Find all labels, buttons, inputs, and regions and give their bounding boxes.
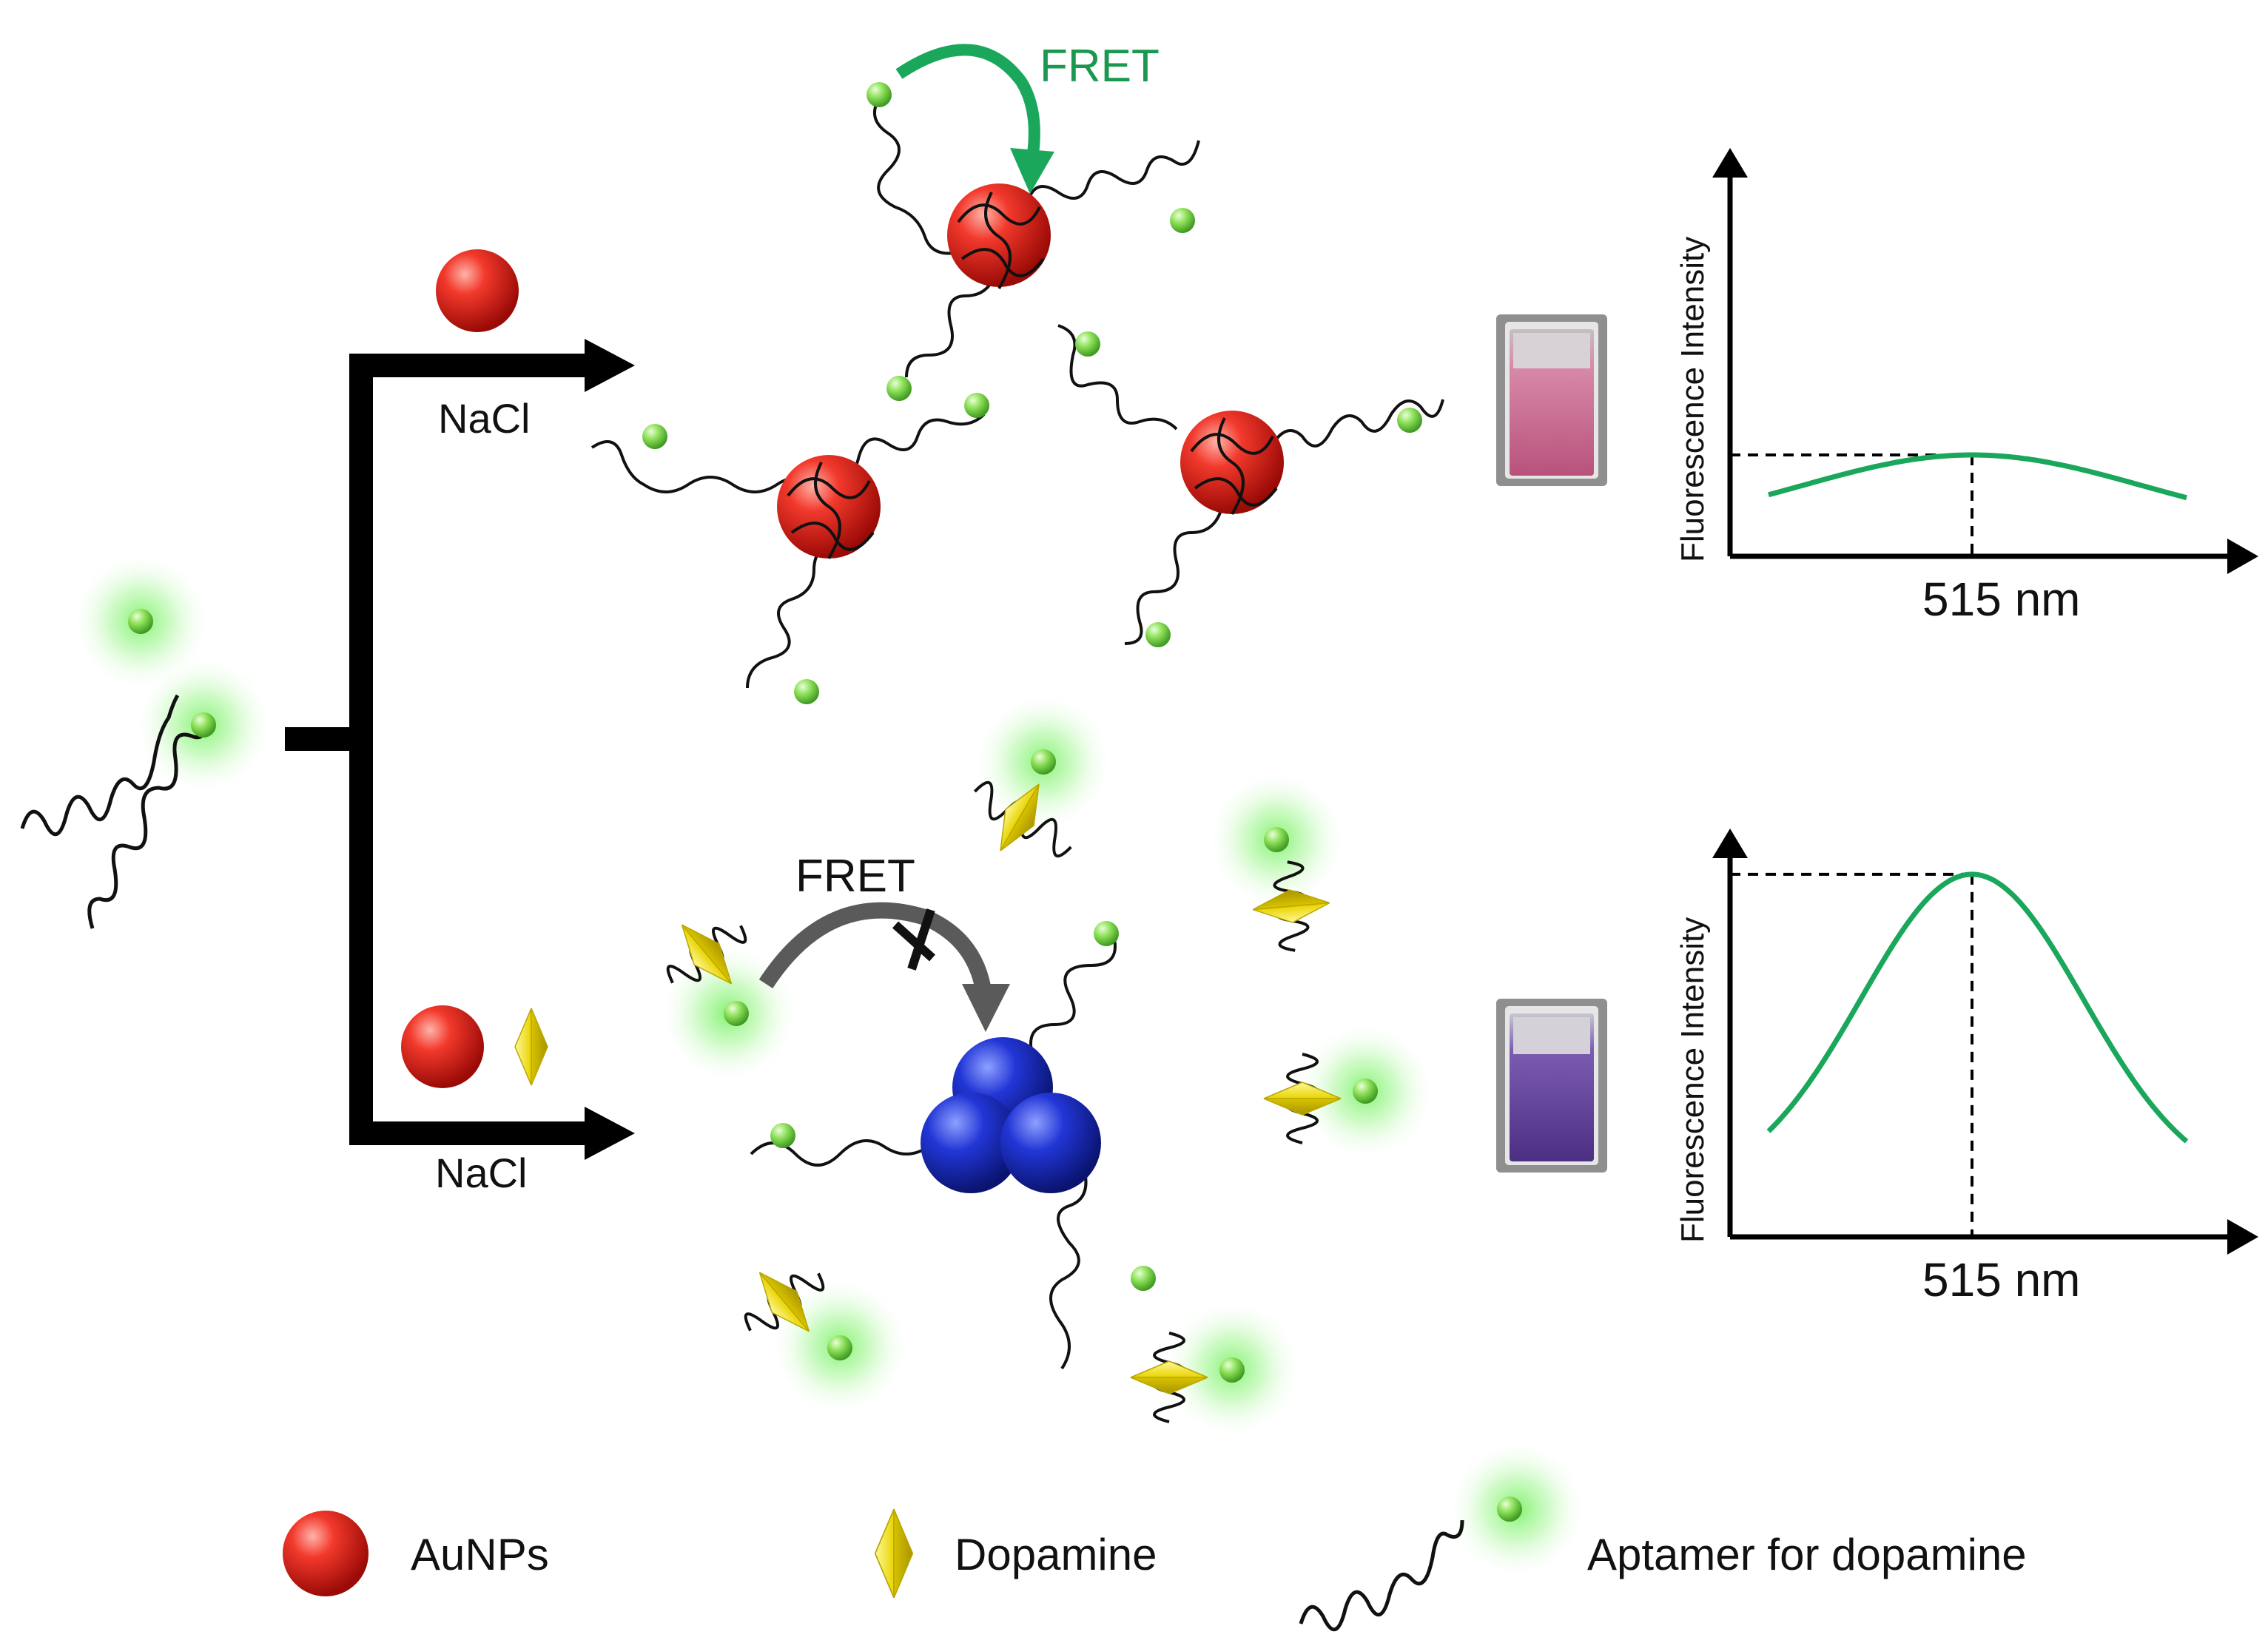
dopamine-icon <box>514 1008 548 1086</box>
legend: AuNPs Dopamine Aptamer for dopamine <box>283 1439 2027 1632</box>
fret-label-top: FRET <box>1040 41 1160 92</box>
legend-aptamer-icon <box>1299 1439 1587 1632</box>
spectrum-chart-top: Fluorescence Intensity 515 nm <box>1675 148 2258 626</box>
legend-dopamine-label: Dopamine <box>955 1530 1157 1579</box>
blocked-cross-icon <box>892 908 936 971</box>
nacl-label-bottom: NaCl <box>435 1150 527 1196</box>
free-aptamers <box>20 551 274 929</box>
vial-pink <box>1496 314 1607 486</box>
vial-purple <box>1496 999 1607 1173</box>
chart-top-peak-label: 515 nm <box>1922 573 2080 626</box>
aggregated-aunps <box>659 692 1436 1439</box>
fluorophore-icon <box>191 712 216 738</box>
fluorophore-icon <box>128 609 153 634</box>
fret-arrow-top <box>895 44 1054 194</box>
fluorescence-curve-bottom <box>1766 871 2189 1144</box>
fret-arrow-bottom <box>758 902 1010 1032</box>
legend-aptamer-label: Aptamer for dopamine <box>1587 1530 2027 1579</box>
aunp-icon <box>436 249 519 332</box>
legend-dopamine-icon <box>874 1508 914 1599</box>
dispersed-aunps <box>590 82 1444 704</box>
legend-aunp-icon <box>283 1511 369 1596</box>
aunp-icon <box>401 1005 484 1088</box>
fret-label-bottom: FRET <box>795 851 915 902</box>
chart-top-ylabel: Fluorescence Intensity <box>1675 237 1711 562</box>
spectrum-chart-bottom: Fluorescence Intensity 515 nm <box>1675 829 2258 1306</box>
nacl-label-top: NaCl <box>438 395 530 442</box>
fluorescence-curve-top <box>1768 452 2187 501</box>
branch-arrows <box>285 339 635 1160</box>
legend-aunps-label: AuNPs <box>411 1530 549 1579</box>
chart-bottom-peak-label: 515 nm <box>1922 1253 2080 1306</box>
chart-bottom-ylabel: Fluorescence Intensity <box>1675 917 1711 1243</box>
